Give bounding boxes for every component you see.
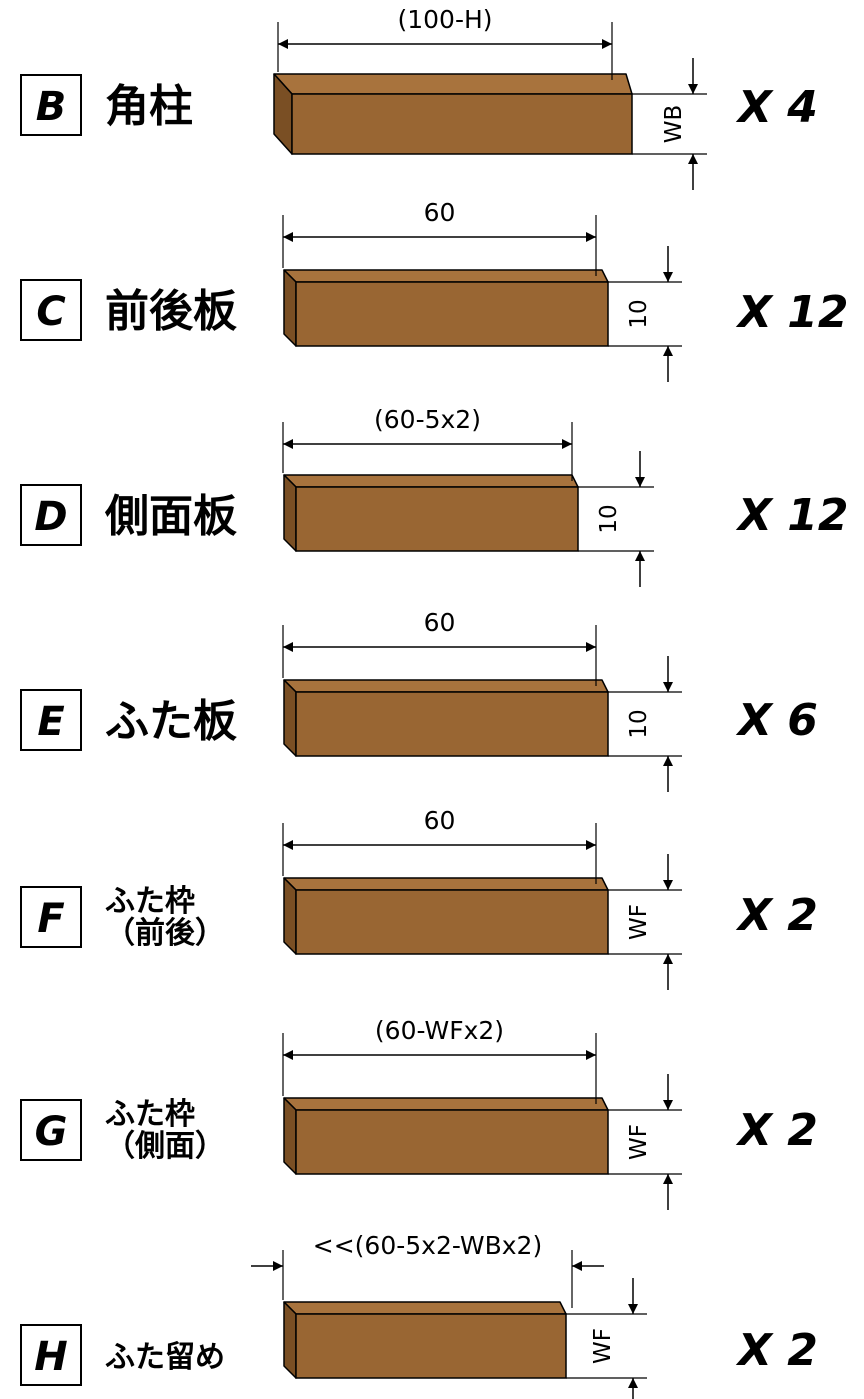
height-label: WF — [626, 1124, 652, 1160]
quantity-label: X 2 — [735, 1105, 818, 1156]
board-front-face — [291, 93, 633, 155]
board-front-face — [295, 1313, 567, 1379]
part-letter-box — [20, 1324, 82, 1386]
height-label: WF — [626, 904, 652, 940]
length-label: (60-5x2) — [374, 405, 481, 434]
board-end-face — [283, 269, 297, 347]
length-label: (100-H) — [397, 5, 492, 34]
quantity-label: X 4 — [735, 82, 818, 133]
part-row-c: C 前後板 60 10 X 12 — [20, 198, 848, 382]
part-name: 角柱 — [105, 81, 193, 132]
board-end-face — [283, 679, 297, 757]
quantity-label: X 6 — [735, 695, 818, 746]
quantity-label: X 12 — [735, 490, 848, 541]
part-letter: C — [36, 289, 65, 335]
length-label: (60-WFx2) — [375, 1016, 504, 1045]
length-label: <<(60-5x2-WBx2) — [313, 1231, 542, 1260]
board-end-face — [283, 877, 297, 955]
height-label: 10 — [626, 299, 652, 328]
board-top-face — [283, 474, 579, 488]
length-label: 60 — [424, 806, 456, 835]
part-name-line: ふた枠 — [105, 1097, 195, 1132]
height-label: WF — [590, 1328, 616, 1364]
quantity-label: X 2 — [735, 890, 818, 941]
quantity-label: X 2 — [735, 1325, 818, 1376]
part-row-g: G ふた枠（側面） (60-WFx2) WF X 2 — [20, 1016, 818, 1210]
board-front-face — [295, 889, 609, 955]
height-label: 10 — [626, 709, 652, 738]
part-name-line: ふた枠 — [105, 884, 195, 919]
part-letter: B — [36, 84, 67, 130]
part-row-b: B 角柱 (100-H) WB X 4 — [20, 5, 818, 190]
part-name: ふた留め — [105, 1340, 225, 1375]
part-letter-box — [20, 484, 82, 546]
board-top-face — [283, 877, 609, 891]
length-label: 60 — [424, 198, 456, 227]
board-front-face — [295, 281, 609, 347]
board-front-face — [295, 486, 579, 552]
part-letter: F — [37, 896, 64, 942]
part-letter-box — [20, 74, 82, 136]
part-letter-box — [20, 886, 82, 948]
height-label: WB — [661, 105, 687, 144]
height-label: 10 — [596, 504, 622, 533]
board-top-face — [283, 679, 609, 693]
part-letter: G — [35, 1109, 68, 1155]
part-letter-box — [20, 279, 82, 341]
board-front-face — [295, 691, 609, 757]
part-row-d: D 側面板 (60-5x2) 10 X 12 — [20, 405, 848, 587]
board-top-face — [273, 73, 633, 95]
part-letter: D — [34, 494, 67, 540]
part-letter: E — [37, 699, 64, 745]
board-top-face — [283, 1301, 567, 1315]
board-top-face — [283, 1097, 609, 1111]
part-name: 前後板 — [105, 286, 237, 337]
part-name: ふた板 — [105, 696, 237, 747]
part-letter: H — [34, 1334, 67, 1380]
part-row-h: H ふた留め <<(60-5x2-WBx2) WF X 2 — [20, 1231, 818, 1399]
board-top-face — [283, 269, 609, 283]
length-label: 60 — [424, 608, 456, 637]
part-letter-box — [20, 689, 82, 751]
part-name-line: （側面） — [105, 1129, 225, 1164]
part-name-line: （前後） — [105, 916, 225, 951]
board-end-face — [283, 1097, 297, 1175]
quantity-label: X 12 — [735, 287, 848, 338]
board-end-face — [283, 1301, 297, 1379]
board-end-face — [283, 474, 297, 552]
part-name: 側面板 — [104, 491, 237, 542]
board-front-face — [295, 1109, 609, 1175]
part-letter-box — [20, 1099, 82, 1161]
part-row-e: E ふた板 60 10 X 6 — [20, 608, 818, 792]
